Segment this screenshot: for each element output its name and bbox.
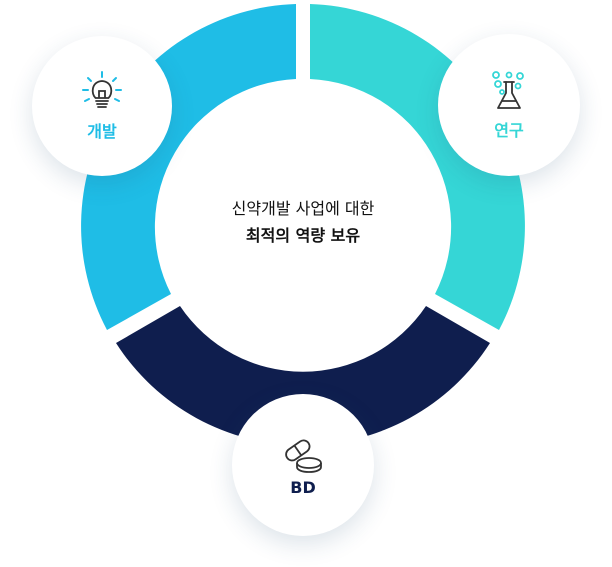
bd-node: BD: [232, 394, 374, 536]
development-node: 개발: [32, 36, 172, 176]
center-line-1: 신약개발 사업에 대한: [231, 199, 375, 218]
bd-label: BD: [290, 477, 316, 497]
research-node: 연구: [438, 34, 580, 176]
ring-segment-bd: [116, 306, 490, 446]
center-text: 신약개발 사업에 대한 최적의 역량 보유: [203, 197, 403, 251]
center-line-2: 최적의 역량 보유: [245, 226, 361, 245]
development-label: 개발: [87, 122, 117, 141]
lightbulb-icon: [82, 71, 122, 108]
flask-icon: [492, 71, 524, 109]
capsule-pill-icon: [285, 439, 322, 473]
research-label: 연구: [494, 121, 524, 140]
